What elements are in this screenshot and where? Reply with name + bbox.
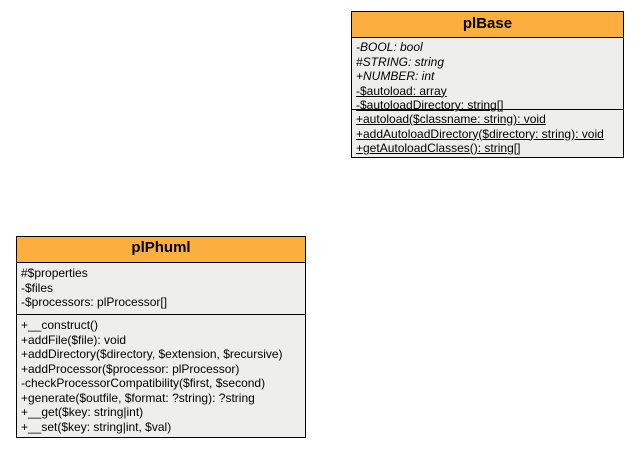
operation: +addAutoloadDirectory($directory: string… <box>356 126 604 141</box>
attribute: #$properties <box>21 266 88 280</box>
operations-section: +autoload($classname: string): void +add… <box>352 109 623 156</box>
attribute: -BOOL: bool <box>356 40 423 54</box>
attribute: -$autoloadDirectory: string[] <box>356 98 504 112</box>
attributes-section: -BOOL: bool #STRING: string +NUMBER: int… <box>352 38 623 112</box>
operation: +addProcessor($processor: plProcessor) <box>21 361 240 376</box>
operation: +addFile($file): void <box>21 332 127 347</box>
class-name: plBase <box>352 12 623 38</box>
attribute: +NUMBER: int <box>356 69 435 83</box>
operation: +autoload($classname: string): void <box>356 112 546 126</box>
operation: +generate($outfile, $format: ?string): ?… <box>21 390 255 405</box>
class-name: plPhuml <box>17 237 305 263</box>
class-plbase[interactable]: plBase -BOOL: bool #STRING: string +NUMB… <box>351 11 624 158</box>
operation: +__get($key: string|int) <box>21 405 144 419</box>
operation: +__set($key: string|int, $val) <box>21 419 172 434</box>
attribute: -$files <box>21 280 54 295</box>
attribute: -$autoload: array <box>356 83 447 98</box>
attribute: #STRING: string <box>356 54 445 69</box>
operation: +getAutoloadClasses(): string[] <box>356 141 521 155</box>
operation: +addDirectory($directory, $extension, $r… <box>21 347 283 361</box>
attribute: -$processors: plProcessor[] <box>21 295 168 309</box>
operations-section: +__construct() +addFile($file): void +ad… <box>17 314 305 434</box>
attributes-section: #$properties -$files -$processors: plPro… <box>17 263 305 314</box>
operation: -checkProcessorCompatibility($first, $se… <box>21 376 266 390</box>
class-plphuml[interactable]: plPhuml #$properties -$files -$processor… <box>16 236 306 438</box>
operation: +__construct() <box>21 318 99 332</box>
